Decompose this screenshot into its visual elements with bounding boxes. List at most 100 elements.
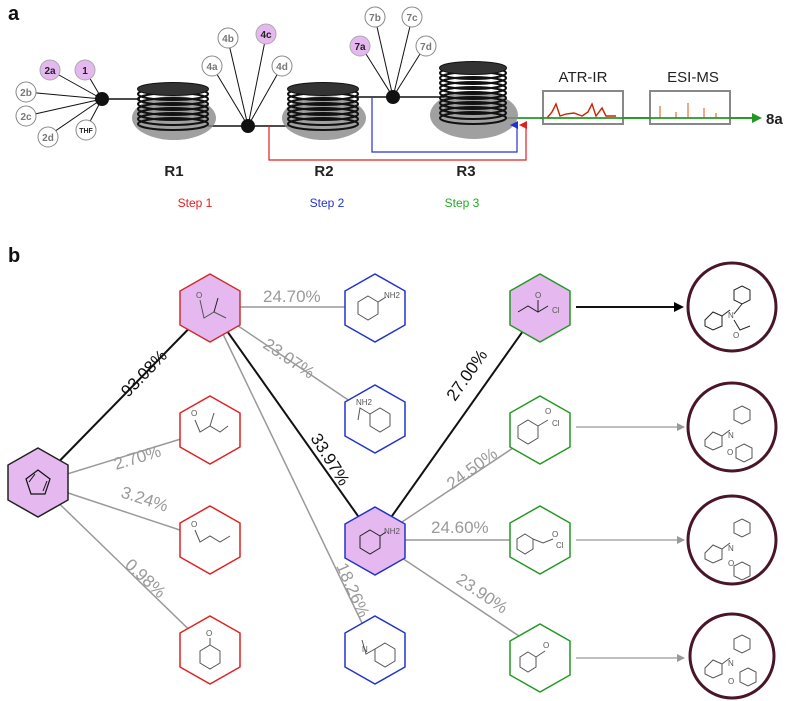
mol-o-p2: O (727, 448, 733, 457)
node-cyclopentadiene (7, 447, 69, 518)
pct-24-50: 24.50% (443, 444, 501, 493)
pct-93-08: 93.08% (117, 346, 171, 401)
node-red-3: O (179, 505, 241, 575)
mol-n-p3: N (728, 544, 734, 553)
mol-o-3: O (191, 520, 197, 529)
feed-node-7c-label: 7c (406, 13, 418, 24)
feed-node-2b-label: 2b (20, 88, 32, 99)
mol-o-p1: O (733, 331, 739, 340)
feed-node-thf-label: THF (79, 128, 93, 135)
feed-node-2a-label: 2a (44, 66, 56, 77)
product-label: 8a (766, 111, 783, 128)
step-1-label: Step 1 (178, 196, 213, 210)
feed-node-4c: 4c (255, 23, 277, 45)
recycle-line-step1 (268, 121, 527, 161)
pct-23-90: 23.90% (453, 570, 511, 618)
pct-24-70: 24.70% (263, 287, 321, 306)
pct-33-97: 33.97% (307, 430, 354, 489)
node-green-3: O Cl (509, 505, 571, 575)
node-cyclohexylamine: NH2 (344, 506, 406, 576)
panel-b-letter: b (8, 245, 20, 267)
recycle-line-step2 (371, 97, 518, 153)
feed-node-7b-label: 7b (369, 13, 381, 24)
mol-o-1: O (196, 291, 202, 300)
mol-o-7: O (552, 530, 558, 539)
node-propionyl-chloride: O Cl (509, 273, 571, 343)
mol-n-blue: N (362, 645, 368, 654)
product-circle-4: N O (688, 612, 776, 700)
edge-amine-green1 (374, 306, 541, 541)
feed-node-4a-label: 4a (206, 62, 218, 73)
feed-node-1-label: 1 (82, 66, 88, 77)
pct-27-00: 27.00% (443, 346, 492, 404)
node-red-2: O (179, 395, 241, 465)
atr-ir-box (542, 90, 624, 125)
reactor-r1 (132, 82, 216, 140)
node-red-4: O (179, 615, 241, 685)
feed-node-2c-label: 2c (20, 112, 32, 123)
feed-node-2a: 2a (39, 59, 61, 81)
mol-o-p4: O (728, 677, 734, 686)
product-circle-1: N O (686, 261, 778, 353)
mol-nh2-2: NH2 (356, 398, 373, 407)
feed-node-4b: 4b (217, 27, 239, 49)
mol-cl-3: Cl (556, 541, 564, 550)
mol-o-p3: O (728, 559, 734, 568)
reactor-r2 (282, 82, 366, 140)
node-green-2: O Cl (509, 395, 571, 465)
panel-a-letter: a (8, 3, 20, 25)
mol-o-2: O (191, 409, 197, 418)
feed-node-4d-label: 4d (276, 62, 288, 73)
mol-o-4: O (206, 629, 212, 638)
feed-node-2d-label: 2d (42, 133, 54, 144)
feed-node-7a-label: 7a (354, 42, 366, 53)
mol-nh2-3: NH2 (384, 527, 401, 536)
mixer-2 (241, 119, 255, 133)
mixer-3 (386, 90, 400, 104)
step-3-label: Step 3 (445, 196, 480, 210)
feed-node-7b: 7b (364, 6, 386, 28)
mol-n-p4: N (728, 659, 734, 668)
reactor-r1-label: R1 (164, 163, 183, 180)
edge-met-blue4 (209, 306, 376, 651)
feed-node-7c: 7c (401, 6, 423, 28)
pct-23-07: 23.07% (260, 335, 318, 383)
mol-o-5: O (535, 291, 541, 300)
reactor-r2-label: R2 (314, 163, 333, 180)
pct-2-70: 2.70% (112, 442, 164, 474)
product-circle-2: N O (686, 381, 778, 473)
mol-n-p2: N (728, 431, 734, 440)
mol-o-6: O (545, 407, 551, 416)
edge-cp-methacrolein (37, 306, 211, 484)
mol-o-8: O (543, 641, 549, 650)
edge-met-cyclohexylamine (209, 306, 376, 541)
feed-node-4a: 4a (201, 55, 223, 77)
node-green-4: O (509, 623, 571, 693)
feed-node-4d: 4d (271, 55, 293, 77)
node-methacrolein: O (179, 273, 241, 343)
reactor-r3-label: R3 (456, 163, 475, 180)
node-blue-2: NH2 (344, 384, 406, 454)
reactor-r3 (430, 61, 518, 139)
mol-nh2-1: NH2 (384, 291, 401, 300)
mol-cl-2: Cl (552, 419, 560, 428)
mol-cl-1: Cl (552, 306, 560, 315)
mixer-1 (95, 92, 109, 106)
atr-ir-label: ATR-IR (559, 69, 608, 86)
feed-node-7d-label: 7d (420, 42, 432, 53)
feed-node-2b: 2b (15, 81, 37, 103)
esi-ms-label: ESI-MS (667, 69, 719, 86)
feed-node-2d: 2d (37, 126, 59, 148)
mol-n-p1: N (728, 311, 734, 320)
product-circle-3: N O (686, 494, 778, 586)
node-blue-4: N (344, 615, 406, 685)
node-blue-1: NH2 (344, 273, 406, 343)
mixer-3-spokes (360, 17, 426, 98)
feed-node-7d: 7d (415, 35, 437, 57)
feed-node-4b-label: 4b (222, 34, 234, 45)
step-2-label: Step 2 (310, 196, 345, 210)
feed-node-1: 1 (74, 59, 96, 81)
feed-node-thf: THF (75, 119, 97, 141)
edge-cp-red4 (37, 482, 211, 651)
